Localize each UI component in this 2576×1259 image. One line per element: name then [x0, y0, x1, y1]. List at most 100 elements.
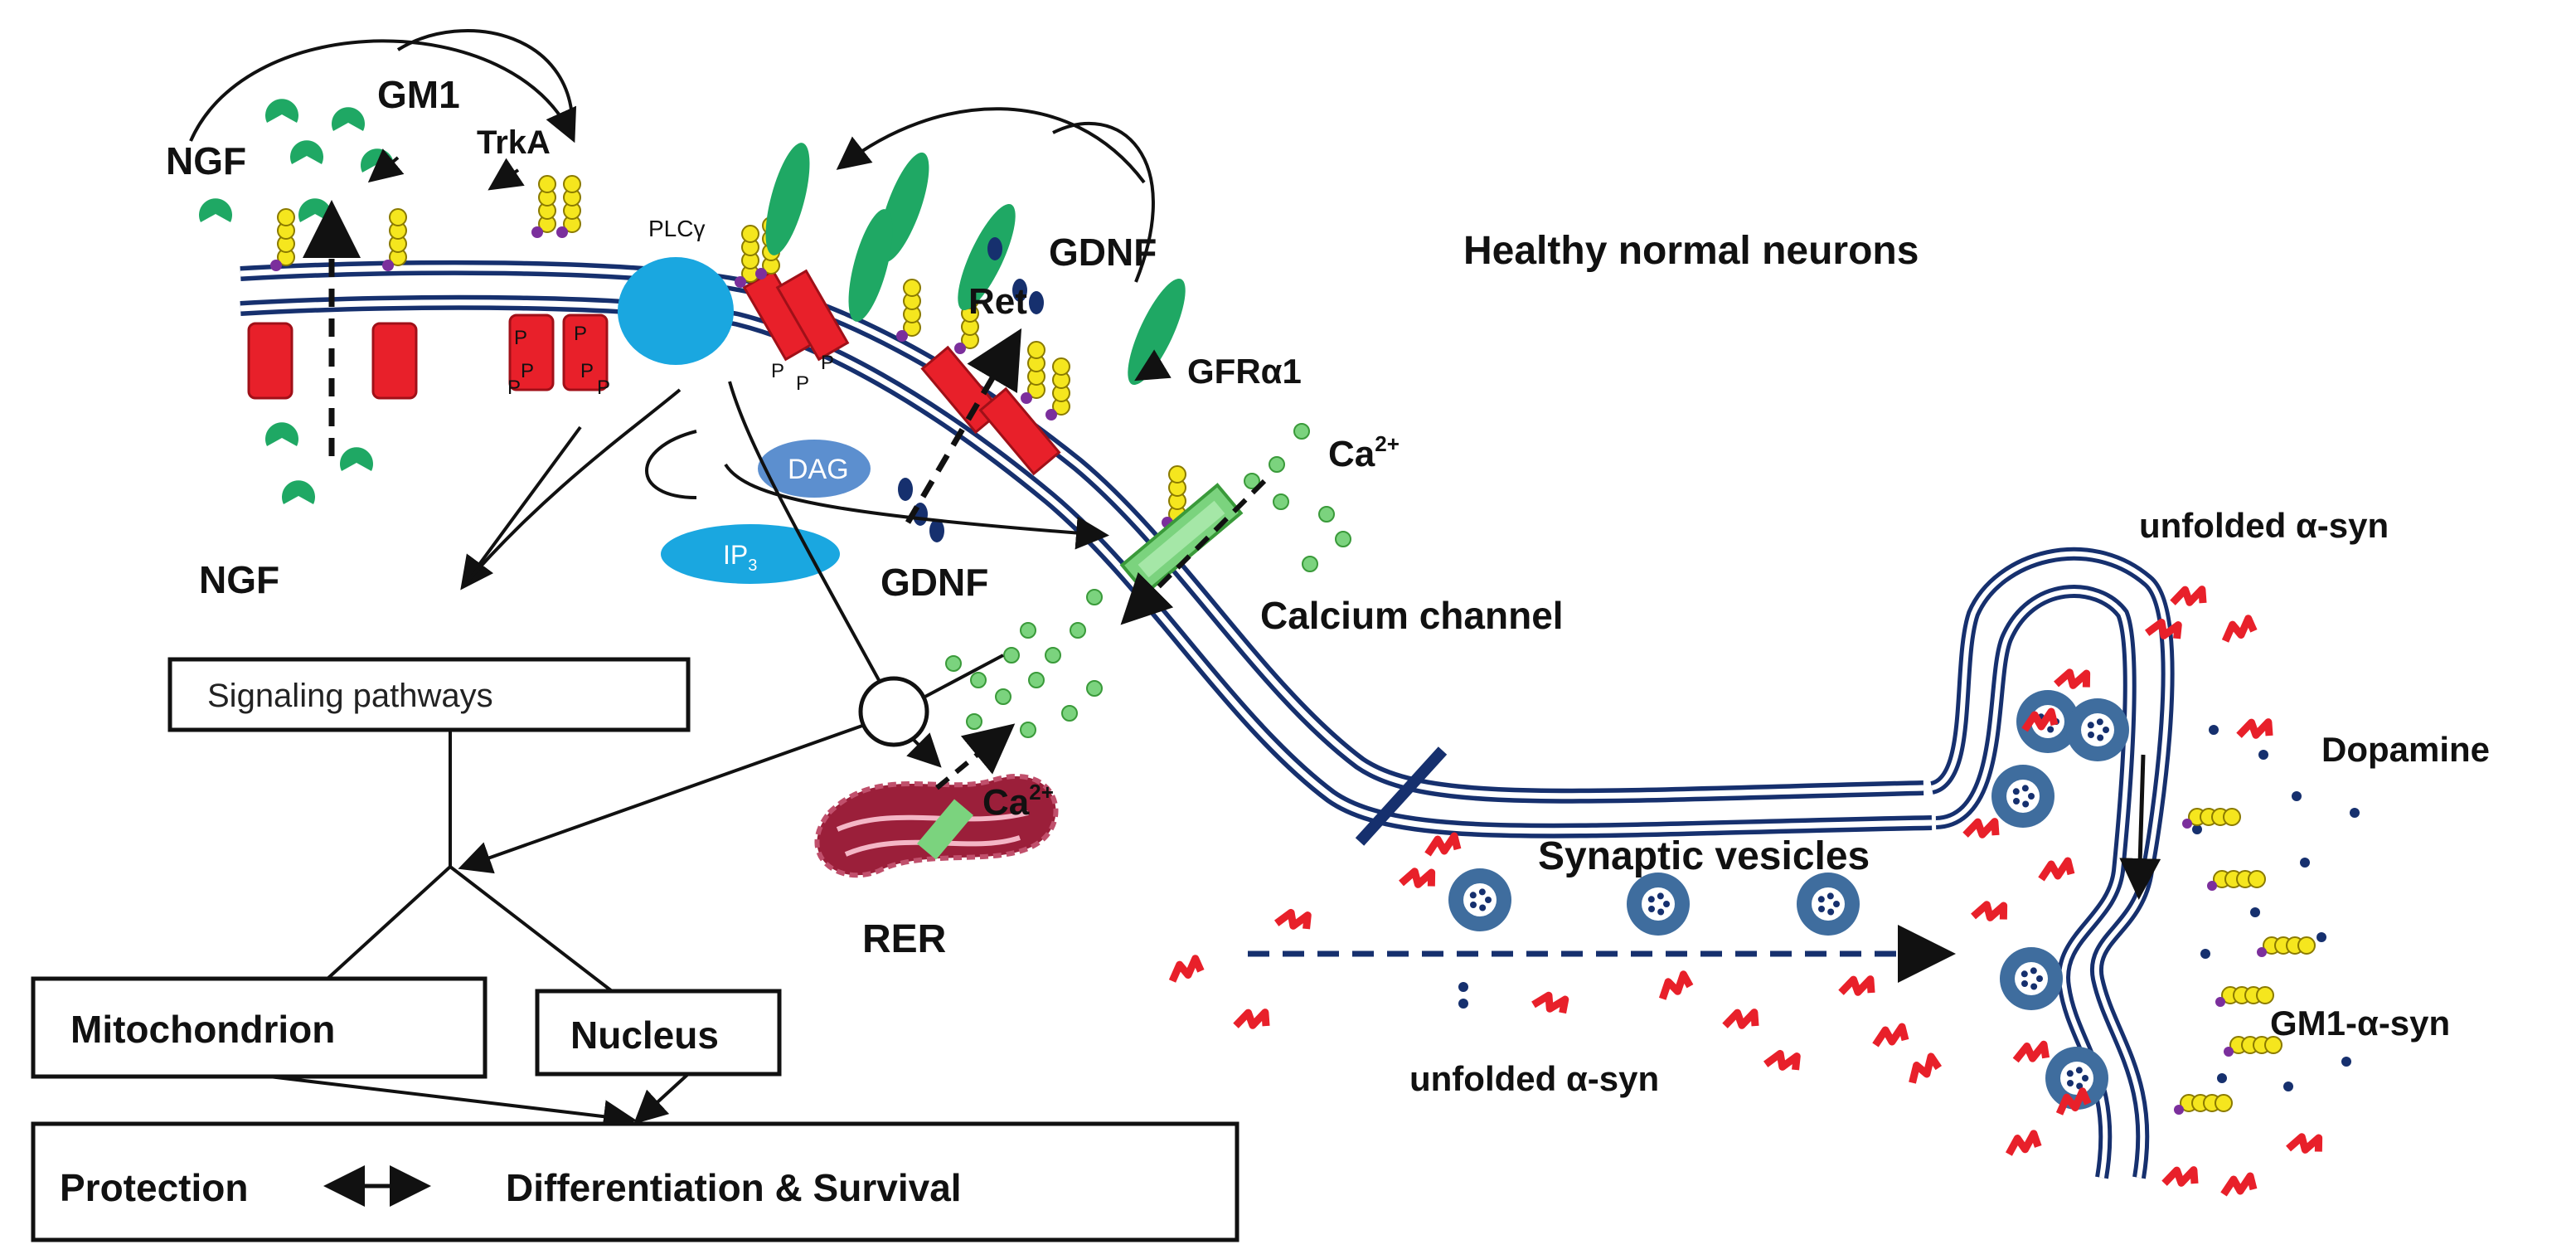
- label-ca-er: Ca2+: [982, 780, 1054, 823]
- dopamine-molecule: [1458, 982, 1468, 992]
- gdnf-molecule: [929, 519, 944, 542]
- vesicle-dopamine: [1469, 901, 1477, 908]
- ngf-molecule: [199, 198, 232, 222]
- label-dopamine: Dopamine: [2321, 730, 2490, 769]
- gm1-sialic: [531, 226, 543, 238]
- dopamine-molecule: [1458, 999, 1468, 1009]
- nucleus-label: Nucleus: [570, 1014, 719, 1057]
- gdnf-molecule: [987, 237, 1002, 260]
- gdnf-molecule: [1012, 279, 1027, 302]
- phospho-label: P: [821, 352, 834, 374]
- alpha-syn: [2170, 586, 2207, 606]
- gm1-sialic: [556, 226, 568, 238]
- gm1-sialic: [2257, 947, 2267, 957]
- gm1-sialic: [2174, 1105, 2184, 1115]
- vesicle-dopamine: [1478, 888, 1486, 896]
- phospho-label: P: [507, 377, 521, 399]
- label-unfolded-bottom: unfolded α-syn: [1409, 1059, 1659, 1098]
- alpha-syn: [1872, 1023, 1909, 1048]
- phospho-label: P: [597, 377, 610, 399]
- alpha-syn: [1722, 1009, 1759, 1029]
- dopamine-molecule: [2283, 1082, 2293, 1091]
- alpha-syn: [2145, 618, 2182, 639]
- calcium-ion: [1045, 647, 1061, 664]
- diagram-title: Healthy normal neurons: [1463, 229, 1919, 273]
- dopamine-molecule: [2258, 750, 2268, 760]
- vesicle-dopamine: [2030, 967, 2037, 975]
- gdnf-molecule: [898, 478, 913, 501]
- gm1-sialic: [896, 330, 908, 342]
- vesicle-dopamine: [1647, 905, 1655, 912]
- outcome-box: [31, 1121, 1239, 1242]
- alpha-syn: [1424, 832, 1462, 857]
- dopamine-molecule: [2217, 1073, 2227, 1083]
- vesicle-dopamine: [2028, 793, 2035, 800]
- dopamine-molecule: [2350, 808, 2360, 818]
- gm1-sialic: [2215, 997, 2225, 1007]
- calcium-ion: [1273, 493, 1289, 510]
- label-ip3: IP3: [723, 540, 757, 575]
- vesicle-dopamine: [1657, 908, 1665, 916]
- plcg-enzyme: [618, 257, 734, 365]
- alpha-syn: [2005, 1130, 2042, 1156]
- phospho-label: P: [514, 327, 527, 349]
- calcium-ion: [1269, 456, 1285, 473]
- calcium-ion: [970, 672, 987, 688]
- alpha-syn: [2236, 718, 2273, 739]
- label-ngf-top: NGF: [166, 139, 246, 182]
- alpha-syn: [1531, 991, 1569, 1014]
- gm1-sialic: [755, 268, 767, 280]
- alpha-syn: [2054, 668, 2091, 689]
- vesicle-dopamine: [1827, 908, 1835, 916]
- vesicle-dopamine: [2096, 718, 2103, 726]
- ret-receptor: [775, 269, 850, 362]
- rer-organelle: [814, 774, 1059, 878]
- gfra1-molecule: [765, 143, 810, 255]
- vesicle-core: [2060, 1062, 2093, 1095]
- gm1-sialic: [1045, 409, 1057, 420]
- label-gdnf-bottom: GDNF: [880, 561, 988, 604]
- calcium-ion: [1244, 473, 1260, 489]
- vesicle-core: [1642, 887, 1675, 921]
- calcium-ion: [1086, 589, 1103, 605]
- vesicle-dopamine: [2021, 979, 2028, 987]
- gm1-sialic: [382, 260, 394, 271]
- receptor-group: PPPPPPPPPP: [247, 175, 1186, 528]
- signaling-pathways-box: [167, 657, 691, 732]
- vesicle-core: [2015, 962, 2048, 995]
- gm1-head: [538, 175, 556, 193]
- mitochondrion-box: [31, 976, 488, 1079]
- signaling-flow: [248, 381, 1109, 1134]
- vesicle-dopamine: [1647, 896, 1655, 903]
- vesicle-dopamine: [1663, 901, 1670, 907]
- calcium-ion: [1335, 531, 1351, 547]
- phospho-label: P: [580, 360, 594, 382]
- vesicle-core: [2081, 713, 2114, 746]
- vesicle-dopamine: [2066, 1079, 2074, 1086]
- alpha-syn: [1971, 901, 2008, 921]
- vesicle-dopamine: [2066, 1070, 2074, 1077]
- gm1-head: [1168, 465, 1186, 484]
- alpha-syn: [2038, 857, 2075, 882]
- calcium-ion: [1061, 705, 1078, 722]
- gm1-head: [277, 208, 295, 226]
- ngf-molecule: [290, 140, 323, 164]
- dag-molecule: [758, 440, 871, 498]
- phospho-label: P: [574, 323, 587, 345]
- alpha-syn: [2286, 1133, 2323, 1154]
- alpha-syn: [1962, 818, 2000, 839]
- vesicle-dopamine: [1485, 897, 1492, 903]
- gm1-asyn-complex: [2248, 870, 2266, 888]
- label-ret: Ret: [968, 281, 1027, 322]
- vesicle-dopamine: [2036, 975, 2043, 982]
- vesicle-dopamine: [2103, 727, 2109, 733]
- gm1-head: [903, 279, 921, 297]
- vesicle-dopamine: [1833, 901, 1840, 907]
- calcium-ion: [1020, 722, 1036, 738]
- dopamine-molecule: [2341, 1057, 2351, 1067]
- vesicle-dopamine: [2030, 983, 2038, 990]
- vesicle-dopamine: [2087, 722, 2094, 729]
- differentiation-label: Differentiation & Survival: [506, 1166, 962, 1209]
- vesicle-dopamine: [2075, 1067, 2083, 1074]
